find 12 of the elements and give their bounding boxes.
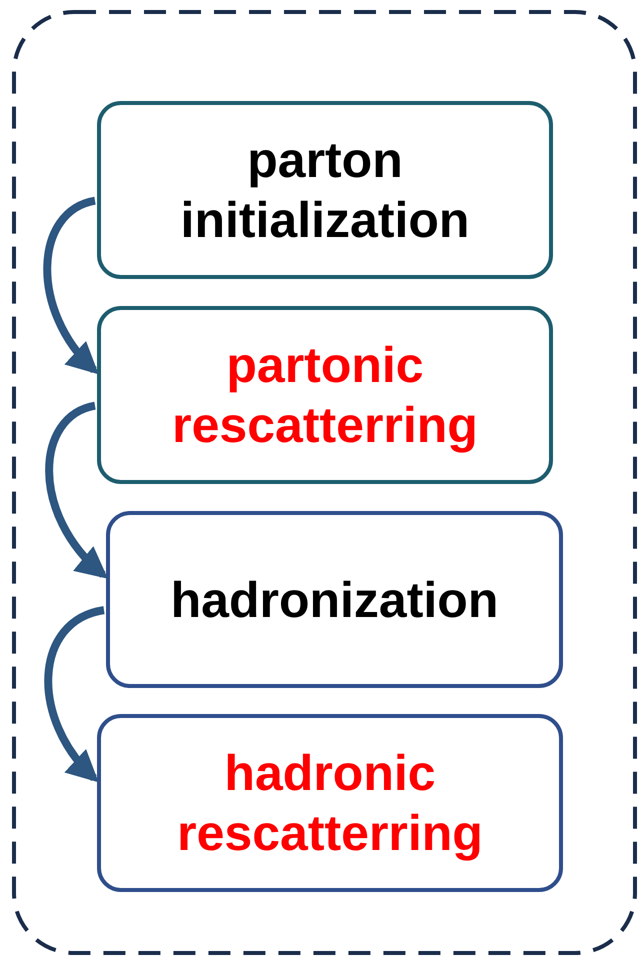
curved-arrow (45, 402, 108, 580)
curved-arrow (44, 606, 106, 783)
process-box (106, 511, 563, 688)
step-label: partonic rescatterring (171, 336, 479, 455)
step-label: parton initialization (180, 131, 470, 250)
process-box (97, 714, 563, 892)
curved-arrow (43, 196, 98, 375)
process-box (97, 101, 553, 279)
process-box (97, 306, 553, 484)
dashed-group-frame (12, 10, 637, 955)
step-label: hadronization (170, 570, 498, 630)
step-label: hadronic rescatterring (176, 744, 484, 863)
